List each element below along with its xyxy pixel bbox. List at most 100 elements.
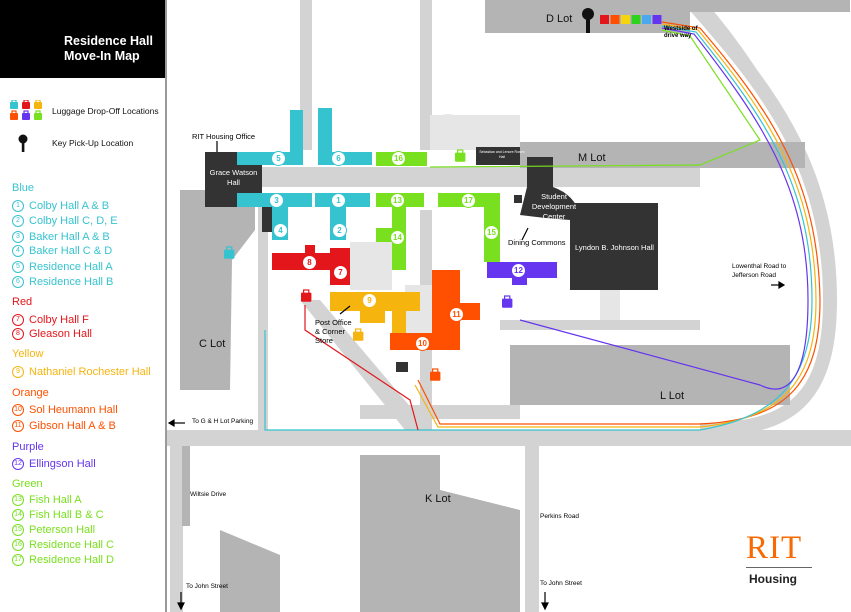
parking-lots xyxy=(180,0,850,612)
hall-number-badge: 1 xyxy=(12,200,24,212)
direction-arrows xyxy=(167,141,786,611)
luggage-icon xyxy=(34,100,42,109)
wiltsie-drive-label: Wiltsie Drive xyxy=(190,491,227,498)
hall-marker-16[interactable]: 16 xyxy=(391,151,406,166)
roads xyxy=(167,0,851,612)
hall-name: Residence Hall A xyxy=(29,261,113,273)
small-hall-label[interactable]: Sebastian and Lenore Rosen Hall xyxy=(479,150,525,159)
hall-marker-3[interactable]: 3 xyxy=(269,193,284,208)
route-swatch xyxy=(631,15,641,24)
hall-name: Sol Heumann Hall xyxy=(29,404,118,416)
luggage-drop-icons xyxy=(224,149,513,381)
hall-marker-7[interactable]: 7 xyxy=(333,265,348,280)
legend-item[interactable]: 9 Nathaniel Rochester Hall xyxy=(12,366,151,378)
legend-item[interactable]: 10 Sol Heumann Hall xyxy=(12,404,118,416)
hall-number-badge: 6 xyxy=(12,276,24,288)
housing-logo-text: Housing xyxy=(749,572,797,586)
luggage-icon xyxy=(353,328,364,341)
grace-watson-hall[interactable]: Grace Watson Hall xyxy=(209,168,258,187)
group-heading-yellow: Yellow xyxy=(12,348,44,360)
hall-marker-5[interactable]: 5 xyxy=(271,151,286,166)
hall-name: Ellingson Hall xyxy=(29,458,96,470)
gh-parking-label: To G & H Lot Parking xyxy=(192,418,254,425)
hall-name: Fish Hall B & C xyxy=(29,509,104,521)
hall-name: Nathaniel Rochester Hall xyxy=(29,366,151,378)
legend-item[interactable]: 1 Colby Hall A & B xyxy=(12,200,109,212)
westside-label: Westside of drive way xyxy=(664,26,698,39)
hall-marker-4[interactable]: 4 xyxy=(273,223,288,238)
hall-marker-11[interactable]: 11 xyxy=(449,307,464,322)
luggage-icon xyxy=(455,149,466,162)
group-heading-blue: Blue xyxy=(12,182,35,194)
luggage-icon xyxy=(502,295,513,308)
hall-number-badge: 11 xyxy=(12,420,24,432)
loop-road xyxy=(684,0,838,437)
lbj-hall[interactable]: Lyndon B. Johnson Hall xyxy=(575,243,654,252)
luggage-icon xyxy=(301,289,312,302)
legend-panel: Residence Hall Move-In Map Luggage Drop-… xyxy=(0,0,167,612)
hall-name: Residence Hall B xyxy=(29,276,114,288)
legend-item[interactable]: 14 Fish Hall B & C xyxy=(12,509,104,521)
key-icon xyxy=(18,134,28,152)
student-development-center[interactable]: Student Development Center xyxy=(531,192,577,221)
hall-marker-15[interactable]: 15 xyxy=(484,225,499,240)
hall-number-badge: 13 xyxy=(12,494,24,506)
luggage-icon xyxy=(430,368,441,381)
key-legend-label: Key Pick-Up Location xyxy=(52,138,134,148)
hall-number-badge: 7 xyxy=(12,314,24,326)
campus-map[interactable]: D Lot M Lot C Lot L Lot K Lot Grace Wats… xyxy=(167,0,851,612)
hall-number-badge: 3 xyxy=(12,231,24,243)
hall-number-badge: 14 xyxy=(12,509,24,521)
hall-marker-9[interactable]: 9 xyxy=(362,293,377,308)
hall-marker-1[interactable]: 1 xyxy=(331,193,346,208)
route-swatches xyxy=(600,15,662,24)
legend-item[interactable]: 13 Fish Hall A xyxy=(12,494,82,506)
hall-marker-8[interactable]: 8 xyxy=(302,255,317,270)
legend-item[interactable]: 15 Peterson Hall xyxy=(12,524,95,536)
key-pickup-icon xyxy=(582,8,594,33)
hall-number-badge: 17 xyxy=(12,554,24,566)
hall-name: Fish Hall A xyxy=(29,494,82,506)
hall-name: Baker Hall A & B xyxy=(29,231,110,243)
hall-marker-2[interactable]: 2 xyxy=(332,223,347,238)
luggage-icon xyxy=(22,110,30,120)
hall-name: Residence Hall D xyxy=(29,554,114,566)
luggage-icon xyxy=(224,246,235,259)
hall-marker-17[interactable]: 17 xyxy=(461,193,476,208)
group-heading-orange: Orange xyxy=(12,387,49,399)
luggage-icon xyxy=(10,110,18,120)
title-box: Residence Hall Move-In Map xyxy=(0,0,165,78)
hall-marker-12[interactable]: 12 xyxy=(511,263,526,278)
hall-marker-6[interactable]: 6 xyxy=(331,151,346,166)
hall-name: Colby Hall A & B xyxy=(29,200,110,212)
legend-item[interactable]: 17 Residence Hall D xyxy=(12,554,114,566)
hall-marker-10[interactable]: 10 xyxy=(415,336,430,351)
orange-halls xyxy=(390,270,480,350)
hall-name: Residence Hall C xyxy=(29,539,114,551)
perkins-road-label: Perkins Road xyxy=(540,513,580,520)
housing-office-label: RIT Housing Office xyxy=(192,132,256,141)
rit-housing-logo: RIT Housing xyxy=(746,532,812,586)
hall-marker-13[interactable]: 13 xyxy=(390,193,405,208)
hall-number-badge: 10 xyxy=(12,404,24,416)
john-street-label: To John Street xyxy=(540,580,582,587)
lowenthal-road-label: Lowenthal Road to Jefferson Road xyxy=(732,263,787,279)
hall-number-badge: 9 xyxy=(12,366,24,378)
l-lot-label: L Lot xyxy=(660,390,685,402)
hall-name: Peterson Hall xyxy=(29,524,96,536)
map-canvas xyxy=(167,0,851,612)
hall-marker-14[interactable]: 14 xyxy=(390,230,405,245)
legend-item[interactable]: 6 Residence Hall B xyxy=(12,276,113,288)
legend-item[interactable]: 3 Baker Hall A & B xyxy=(12,231,110,243)
route-lines xyxy=(264,21,821,431)
hall-number-badge: 15 xyxy=(12,524,24,536)
route-swatch xyxy=(610,15,620,24)
